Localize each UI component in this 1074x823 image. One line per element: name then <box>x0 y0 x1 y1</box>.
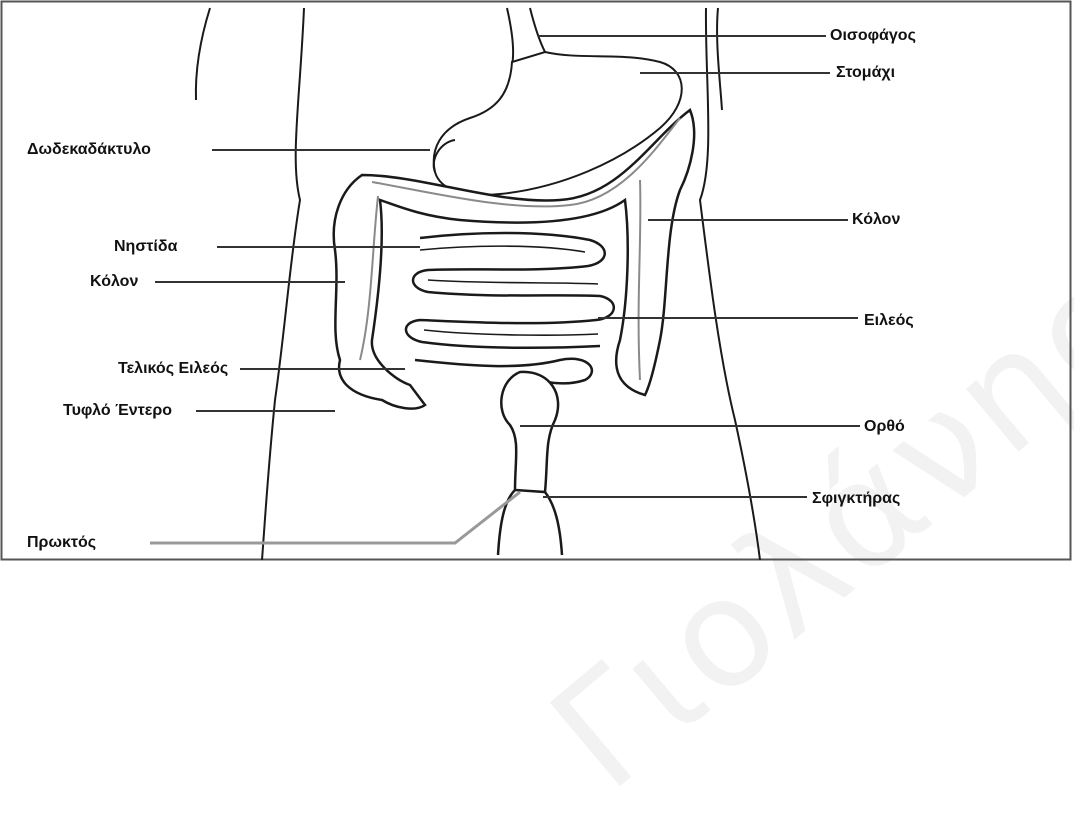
rectum-shape <box>498 372 562 555</box>
label-oisofagos: Οισοφάγος <box>830 26 916 46</box>
label-tyflo-entero: Τυφλό Έντερο <box>63 401 172 421</box>
label-ortho: Ορθό <box>864 417 905 437</box>
digestive-system-drawing <box>0 0 1074 563</box>
anatomy-diagram: Γιολάνης <box>0 0 1074 563</box>
label-dodekadaktylo: Δωδεκαδάκτυλο <box>27 140 151 160</box>
leader-proktos <box>150 492 520 543</box>
label-sfigktiras: Σφιγκτήρας <box>812 489 900 509</box>
small-intestine-coils <box>406 233 614 383</box>
label-telikos-eileos: Τελικός Ειλεός <box>118 359 228 379</box>
label-kolon-left: Κόλον <box>90 272 138 292</box>
label-nistida: Νηστίδα <box>114 237 177 257</box>
label-proktos: Πρωκτός <box>27 533 96 553</box>
label-stomachi: Στομάχι <box>836 63 895 83</box>
label-kolon-right: Κόλον <box>852 210 900 230</box>
label-eileos: Ειλεός <box>864 311 914 331</box>
